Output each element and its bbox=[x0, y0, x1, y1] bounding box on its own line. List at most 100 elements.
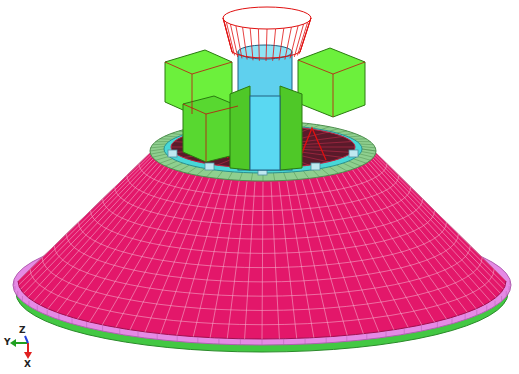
mesh-line bbox=[19, 154, 152, 285]
shield-line bbox=[486, 306, 487, 311]
axis-label: X bbox=[24, 359, 31, 370]
shield-line bbox=[510, 281, 511, 285]
mesh-line bbox=[353, 170, 458, 316]
mesh-line bbox=[368, 162, 491, 301]
shield-line bbox=[501, 296, 502, 301]
ring-line bbox=[303, 124, 309, 127]
ring-line bbox=[294, 172, 298, 180]
shield-line bbox=[283, 339, 284, 345]
shield-line bbox=[240, 339, 241, 345]
shield-line bbox=[86, 322, 87, 327]
ring-line bbox=[151, 152, 165, 155]
ring-line bbox=[349, 161, 361, 166]
ring-line bbox=[321, 168, 329, 175]
mesh-ring bbox=[54, 246, 470, 296]
mesh-line bbox=[20, 156, 152, 289]
mesh-ring bbox=[66, 234, 458, 282]
ring-line bbox=[361, 152, 375, 155]
mesh-line bbox=[279, 182, 297, 339]
mesh-line bbox=[227, 182, 247, 339]
ring-line bbox=[187, 167, 196, 173]
wire-line bbox=[250, 28, 253, 60]
mesh-ring bbox=[42, 258, 482, 311]
ring-line bbox=[360, 154, 374, 157]
wire-line bbox=[223, 18, 232, 52]
ring-line bbox=[353, 138, 366, 139]
mesh-line bbox=[48, 166, 165, 308]
mesh-ring bbox=[91, 211, 435, 254]
wire-line bbox=[279, 28, 284, 60]
ring-line bbox=[360, 144, 374, 146]
shield-line bbox=[157, 334, 158, 340]
ring-line bbox=[160, 159, 173, 163]
shield-line bbox=[218, 338, 219, 344]
mesh-line bbox=[89, 173, 183, 322]
axis-label: Z bbox=[19, 325, 26, 336]
ring-line bbox=[228, 172, 232, 180]
front-panel-left bbox=[230, 86, 250, 170]
ring-line bbox=[273, 173, 274, 181]
ring-line bbox=[357, 141, 370, 142]
ring-line bbox=[207, 170, 214, 177]
top-wireframe bbox=[223, 7, 311, 61]
ring-line bbox=[172, 163, 183, 169]
mesh-line bbox=[161, 179, 217, 333]
shield-line bbox=[437, 322, 438, 327]
mesh-line bbox=[287, 181, 314, 337]
wire-line bbox=[290, 26, 298, 59]
mesh-line bbox=[193, 181, 231, 337]
side-panel-right bbox=[298, 48, 365, 117]
mesh-line bbox=[375, 152, 506, 281]
shield-line bbox=[177, 336, 178, 342]
shield-line bbox=[14, 286, 15, 290]
shield-line bbox=[28, 301, 29, 306]
ring-line bbox=[284, 172, 287, 180]
shield-line bbox=[421, 325, 422, 331]
ring-line bbox=[179, 165, 189, 171]
ring-line bbox=[156, 141, 169, 142]
shield-line bbox=[262, 339, 263, 345]
shield-line bbox=[386, 331, 387, 337]
mesh-line bbox=[177, 180, 224, 335]
axis-triad bbox=[10, 336, 32, 359]
ring-line bbox=[217, 171, 223, 178]
ring-line bbox=[362, 149, 376, 151]
wire-line bbox=[226, 22, 234, 55]
mesh-line bbox=[370, 160, 496, 297]
mesh-line bbox=[330, 176, 408, 327]
wire-line bbox=[294, 24, 303, 57]
ring-line bbox=[362, 149, 376, 151]
mesh-line bbox=[245, 182, 255, 339]
shield-line bbox=[197, 337, 198, 343]
shield-line bbox=[346, 336, 347, 342]
wire-line bbox=[266, 29, 267, 61]
shield-line bbox=[495, 301, 496, 306]
ring-line bbox=[152, 144, 166, 146]
axis-label: Y bbox=[4, 337, 11, 348]
ring-line bbox=[357, 156, 370, 160]
ring-line bbox=[165, 161, 177, 166]
ring-line bbox=[343, 163, 354, 169]
shield-line bbox=[305, 338, 306, 344]
mesh-line bbox=[18, 152, 151, 281]
mesh-line bbox=[57, 168, 169, 312]
mesh-line bbox=[33, 162, 158, 301]
mesh-line bbox=[271, 182, 279, 339]
ring-line bbox=[329, 129, 338, 131]
shield-line bbox=[476, 310, 477, 315]
shield-line bbox=[72, 318, 73, 323]
mesh-line bbox=[210, 181, 239, 337]
ring-line bbox=[156, 156, 169, 160]
shield-line bbox=[37, 306, 38, 311]
shield-line bbox=[138, 331, 139, 337]
front-panel-right bbox=[280, 86, 302, 170]
shield-line bbox=[509, 286, 510, 290]
mesh-ring bbox=[115, 187, 411, 225]
ring-line bbox=[150, 149, 164, 151]
mesh-line bbox=[116, 176, 196, 327]
ring-line bbox=[313, 125, 320, 128]
ring-line bbox=[165, 136, 177, 137]
ring-line bbox=[251, 173, 252, 181]
